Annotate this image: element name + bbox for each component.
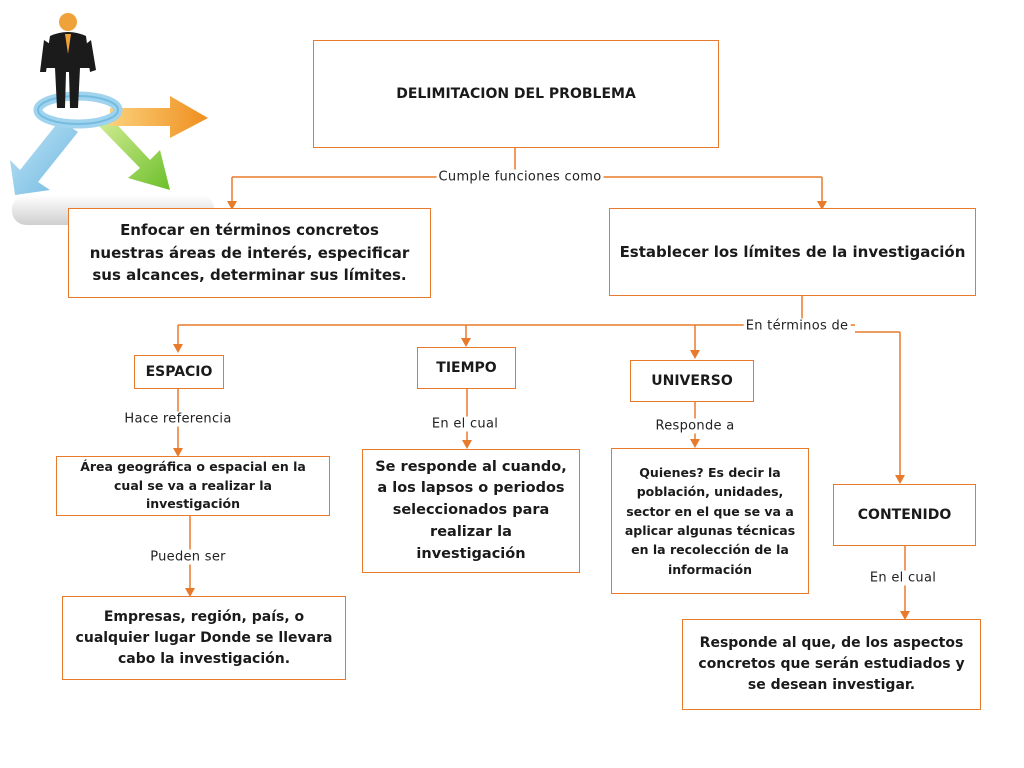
businessman-arrows-logo — [10, 13, 214, 225]
label-cumple: Cumple funciones como — [436, 169, 604, 185]
tiempo-text: TIEMPO — [436, 359, 497, 376]
area-box: Área geográfica o espacial en la cual se… — [56, 456, 330, 516]
quienes-box: Quienes? Es decir la población, unidades… — [611, 448, 809, 594]
direction-arrows-icon — [10, 120, 78, 195]
label-en-terminos: En términos de — [743, 318, 851, 334]
tiempo-box: TIEMPO — [417, 347, 516, 389]
establecer-box: Establecer los límites de la investigaci… — [609, 208, 976, 296]
label-en-el-cual-contenido: En el cual — [867, 570, 939, 586]
page-title: DELIMITACION DEL PROBLEMA — [396, 85, 636, 102]
businessman-icon — [40, 13, 96, 108]
label-en-el-cual-tiempo: En el cual — [429, 416, 501, 432]
responde-que-text: Responde al que, de los aspectos concret… — [698, 635, 965, 693]
universo-box: UNIVERSO — [630, 360, 754, 402]
contenido-box: CONTENIDO — [833, 484, 976, 546]
establecer-text: Establecer los límites de la investigaci… — [619, 242, 966, 261]
empresas-box: Empresas, región, país, o cualquier luga… — [62, 596, 346, 680]
universo-text: UNIVERSO — [651, 372, 733, 389]
title-box: DELIMITACION DEL PROBLEMA — [313, 40, 719, 148]
enfocar-text: Enfocar en términos concretos nuestras á… — [89, 221, 410, 285]
label-hace-referencia: Hace referencia — [122, 411, 234, 427]
label-responde-a: Responde a — [653, 418, 737, 434]
se-responde-text: Se responde al cuando, a los lapsos o pe… — [375, 458, 567, 562]
enfocar-box: Enfocar en términos concretos nuestras á… — [68, 208, 431, 298]
responde-que-box: Responde al que, de los aspectos concret… — [682, 619, 981, 710]
espacio-box: ESPACIO — [134, 355, 224, 389]
espacio-text: ESPACIO — [145, 363, 213, 380]
contenido-text: CONTENIDO — [857, 506, 952, 523]
quienes-text: Quienes? Es decir la población, unidades… — [624, 464, 796, 577]
empresas-text: Empresas, región, país, o cualquier luga… — [75, 608, 333, 667]
se-responde-box: Se responde al cuando, a los lapsos o pe… — [362, 449, 580, 573]
label-pueden-ser: Pueden ser — [148, 549, 228, 565]
area-text: Área geográfica o espacial en la cual se… — [80, 458, 306, 512]
